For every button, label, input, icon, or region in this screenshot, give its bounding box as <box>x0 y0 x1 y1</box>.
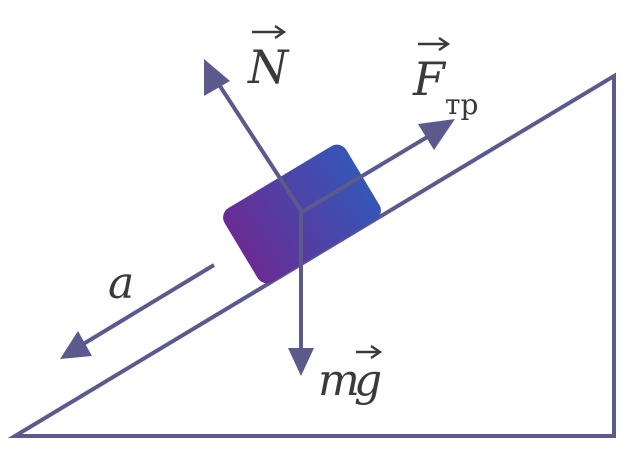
gravity-mass-letter: m <box>318 355 360 406</box>
normal-force-letter: N <box>247 40 290 94</box>
normal-force-label: N <box>247 25 290 94</box>
acceleration-arrowhead <box>60 331 92 359</box>
normal-force-arrowhead <box>204 59 230 96</box>
vector-arrow-icon <box>418 37 451 51</box>
gravity-force-arrowhead <box>288 348 314 376</box>
normal-force-arrow <box>214 78 304 214</box>
friction-force-arrowhead <box>418 119 455 150</box>
acceleration-arrow <box>78 263 216 348</box>
friction-force-label: F тр <box>412 37 478 121</box>
acceleration-label: a <box>108 258 134 309</box>
friction-force-letter: F <box>412 52 447 106</box>
vector-arrow-icon <box>356 345 383 359</box>
friction-force-arrow <box>300 131 436 214</box>
gravity-force-label: m g <box>318 345 383 406</box>
friction-force-subscript: тр <box>445 88 478 121</box>
vector-arrow-icon <box>252 25 287 39</box>
gravity-g-letter: g <box>354 355 382 406</box>
